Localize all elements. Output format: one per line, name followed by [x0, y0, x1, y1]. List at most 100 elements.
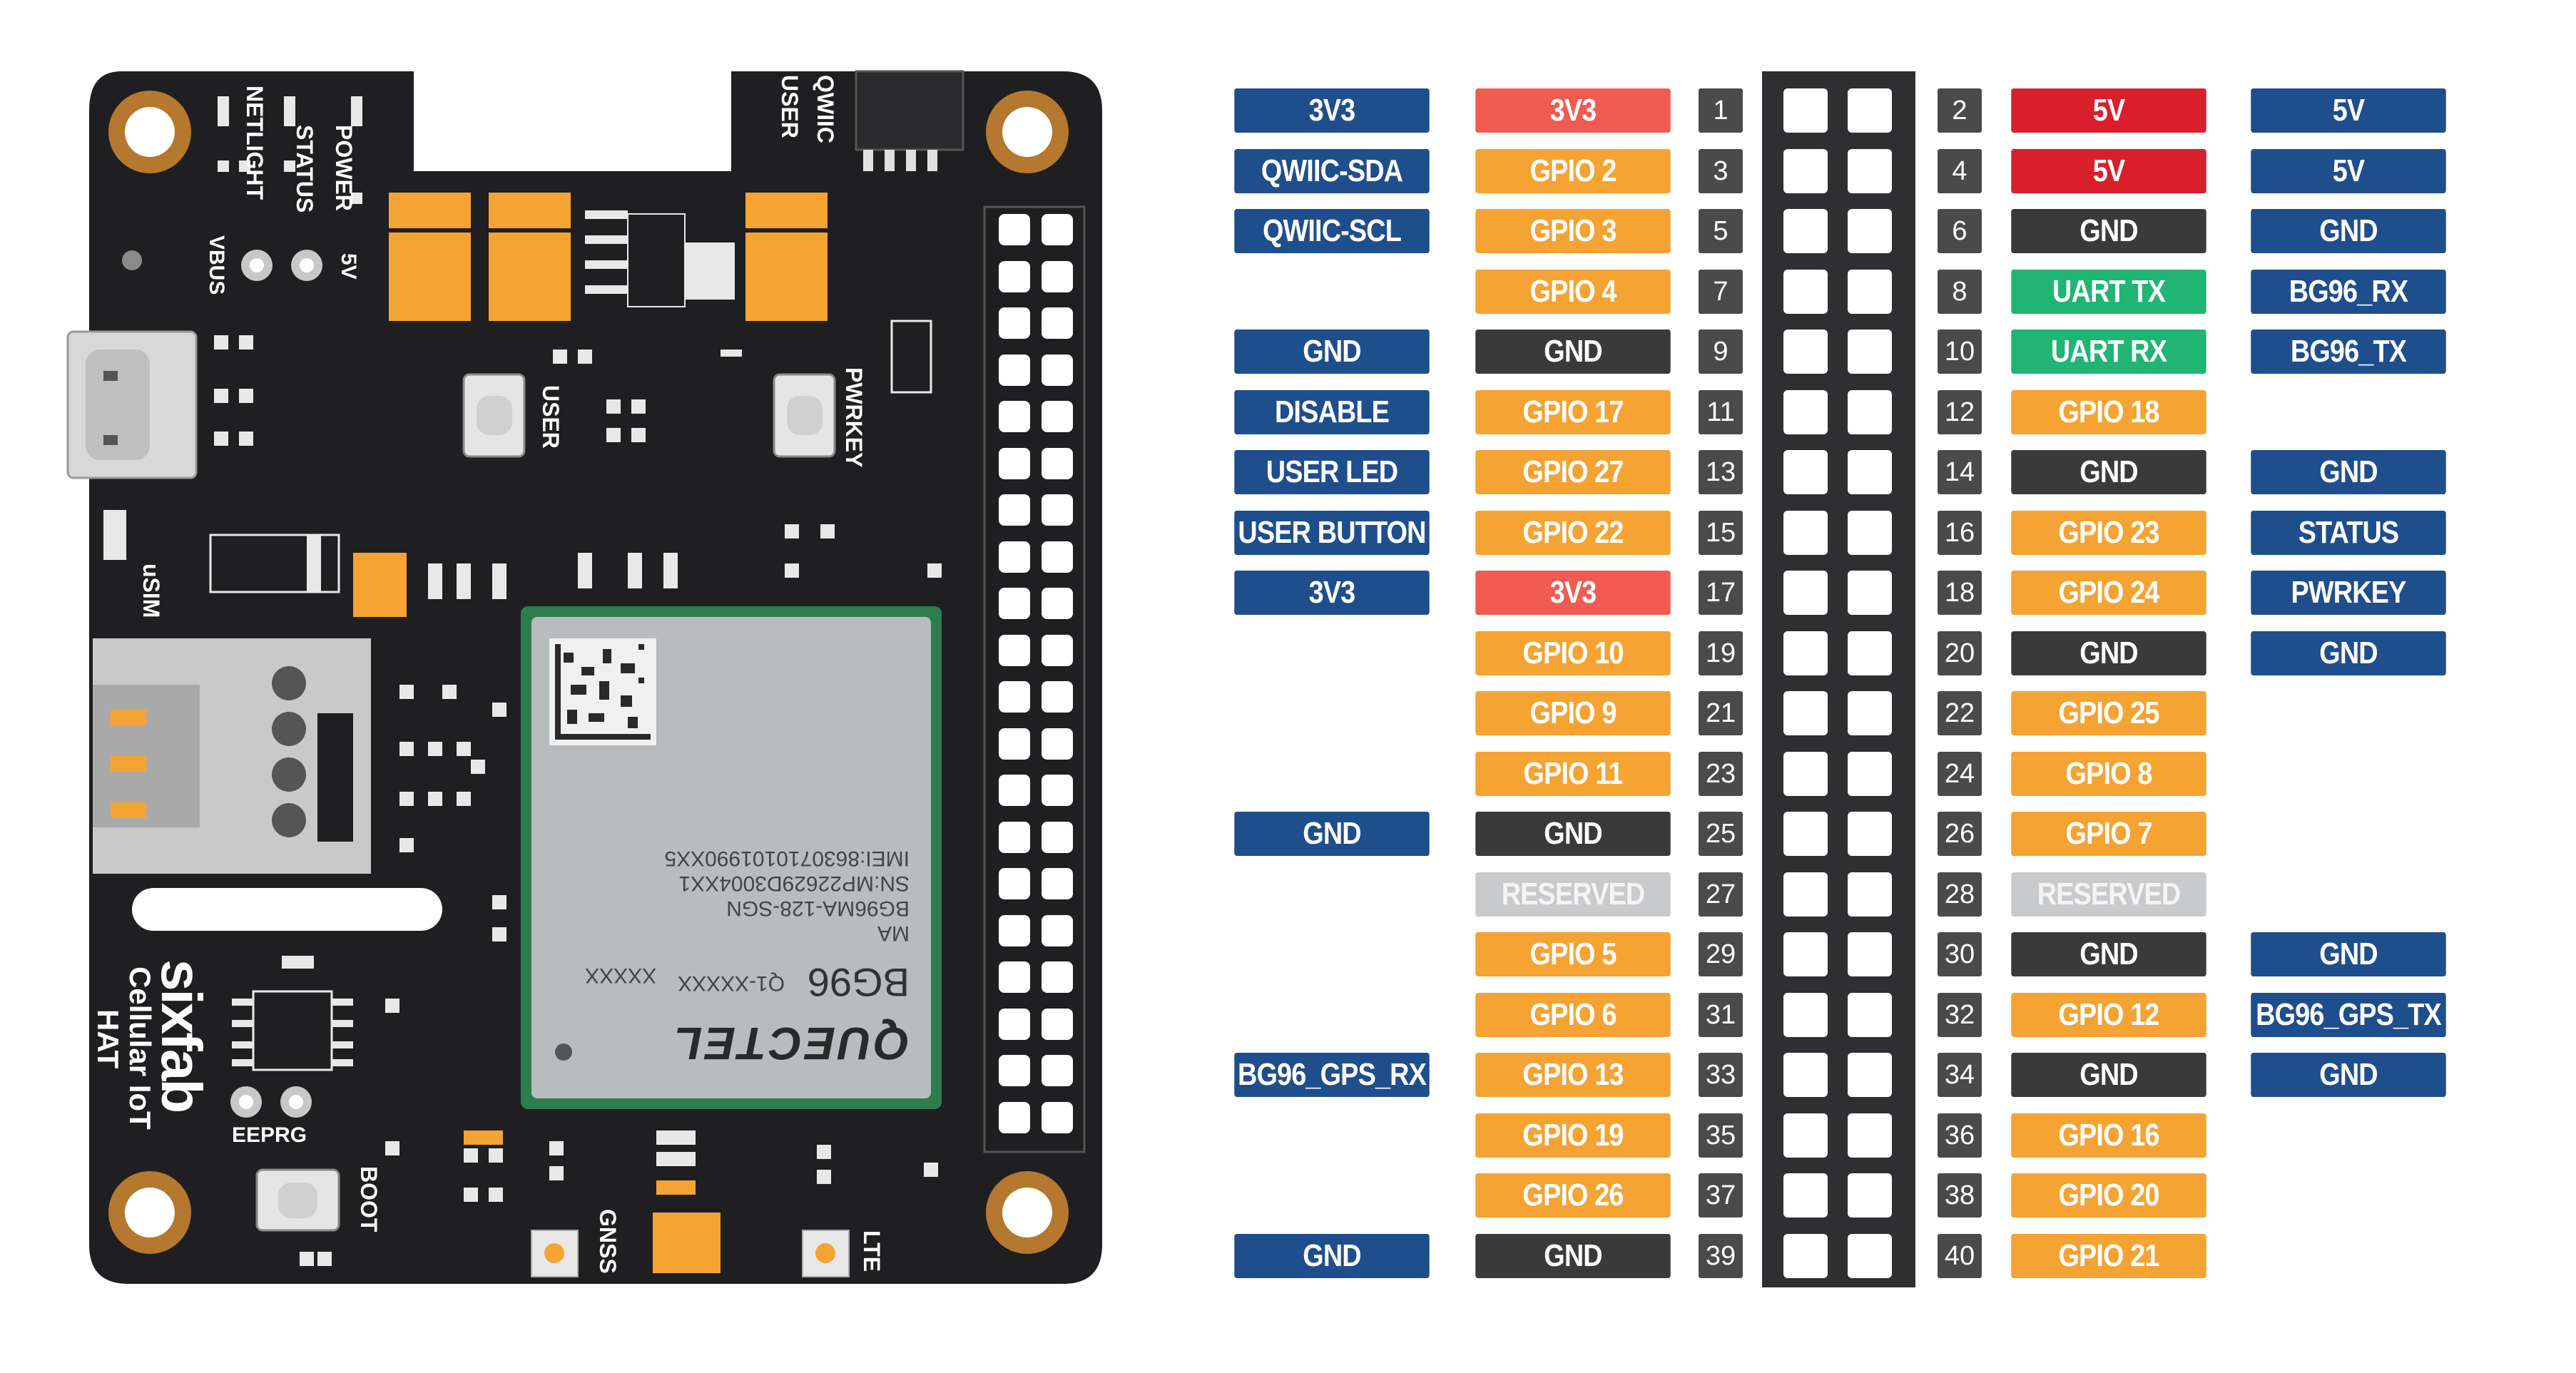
- pin-number: 16: [1938, 511, 1982, 555]
- header-pin-9: [1783, 330, 1828, 374]
- pin-number: 5: [1699, 209, 1743, 253]
- pin-name-label: RESERVED: [1475, 872, 1671, 917]
- pin-name-label: 3V3: [1475, 571, 1671, 615]
- pin-number: 19: [1699, 631, 1743, 675]
- pin-name-label: GPIO 10: [1475, 631, 1671, 675]
- pin-function-label: 3V3: [1234, 88, 1430, 133]
- pin-function-label: DISABLE: [1234, 390, 1430, 434]
- board-pad: [1042, 868, 1073, 899]
- bg96-module: [521, 606, 942, 1109]
- pin-function-label: USER LED: [1234, 450, 1430, 494]
- pin-function-label: GND: [2251, 631, 2446, 675]
- header-pin-17: [1783, 571, 1828, 615]
- pin-name-label: GPIO 20: [2011, 1173, 2206, 1218]
- pin-number: 27: [1699, 872, 1743, 917]
- pin-name-label: GND: [2011, 209, 2206, 253]
- header-pin-3: [1783, 149, 1828, 193]
- pin-number: 20: [1938, 631, 1982, 675]
- header-pin-6: [1848, 209, 1892, 253]
- board-pad: [999, 1102, 1030, 1133]
- header-pin-35: [1783, 1113, 1828, 1158]
- gnss-antenna-connector: [531, 1230, 579, 1277]
- header-pin-27: [1783, 872, 1828, 917]
- header-pin-18: [1848, 571, 1892, 615]
- header-pin-34: [1848, 1053, 1892, 1097]
- pin-name-label: GPIO 2: [1475, 149, 1671, 193]
- pin-name-label: GPIO 21: [2011, 1234, 2206, 1278]
- mounting-hole-bottom-right: [986, 1171, 1069, 1254]
- header-pin-33: [1783, 1053, 1828, 1097]
- pwrkey-button-switch: [773, 373, 836, 458]
- board-pad: [999, 214, 1030, 245]
- pin-name-label: GPIO 25: [2011, 691, 2206, 735]
- header-pin-38: [1848, 1173, 1892, 1218]
- pin-number: 9: [1699, 330, 1743, 374]
- pin-name-label: GPIO 12: [2011, 993, 2206, 1037]
- header-pin-4: [1848, 149, 1892, 193]
- board-pad: [1042, 307, 1073, 339]
- header-pin-11: [1783, 390, 1828, 434]
- pin-number: 35: [1699, 1113, 1743, 1158]
- pin-number: 15: [1699, 511, 1743, 555]
- header-pin-12: [1848, 390, 1892, 434]
- status-leds: [218, 96, 362, 204]
- board-pad: [999, 915, 1030, 946]
- pin-number: 4: [1938, 149, 1982, 193]
- header-pin-37: [1783, 1173, 1828, 1218]
- header-pin-24: [1848, 752, 1892, 796]
- board-pad: [1042, 635, 1073, 666]
- boot-button-switch: [255, 1168, 340, 1232]
- board-pad: [999, 588, 1030, 619]
- smd-components: [103, 320, 942, 1266]
- pin-name-label: GPIO 23: [2011, 511, 2206, 555]
- board-pad: [1042, 588, 1073, 619]
- board-pad: [1042, 1009, 1073, 1040]
- pin-number: 33: [1699, 1053, 1743, 1097]
- board-pad: [999, 868, 1030, 899]
- pin-number: 36: [1938, 1113, 1982, 1158]
- header-pin-16: [1848, 511, 1892, 555]
- board-cutout-slot: [132, 888, 442, 931]
- header-pin-2: [1848, 88, 1892, 133]
- pin-name-label: GPIO 26: [1475, 1173, 1671, 1218]
- pin-name-label: GND: [2011, 631, 2206, 675]
- qwiic-connector: [855, 70, 964, 171]
- board-pad: [999, 354, 1030, 386]
- board-pad: [999, 961, 1030, 993]
- right-pin-row: 8 UART TX BG96_RX: [0, 270, 2576, 314]
- pin-name-label: GPIO 9: [1475, 691, 1671, 735]
- pin-name-label: GPIO 3: [1475, 209, 1671, 253]
- header-pin-13: [1783, 450, 1828, 494]
- pin-function-label: GND: [2251, 1053, 2446, 1097]
- pin-name-label: GND: [1475, 330, 1671, 374]
- header-pin-5: [1783, 209, 1828, 253]
- pin-number: 8: [1938, 270, 1982, 314]
- pin-function-label: GND: [1234, 330, 1430, 374]
- header-pin-20: [1848, 631, 1892, 675]
- pin-function-label: BG96_GPS_TX: [2251, 993, 2446, 1037]
- pin-function-label: 5V: [2251, 149, 2446, 193]
- hat-board-illustration: [66, 70, 1102, 1284]
- pin-function-label: BG96_RX: [2251, 270, 2446, 314]
- pin-number: 28: [1938, 872, 1982, 917]
- header-pin-30: [1848, 932, 1892, 976]
- board-pad: [1042, 448, 1073, 479]
- pin-name-label: UART TX: [2011, 270, 2206, 314]
- pin-number: 13: [1699, 450, 1743, 494]
